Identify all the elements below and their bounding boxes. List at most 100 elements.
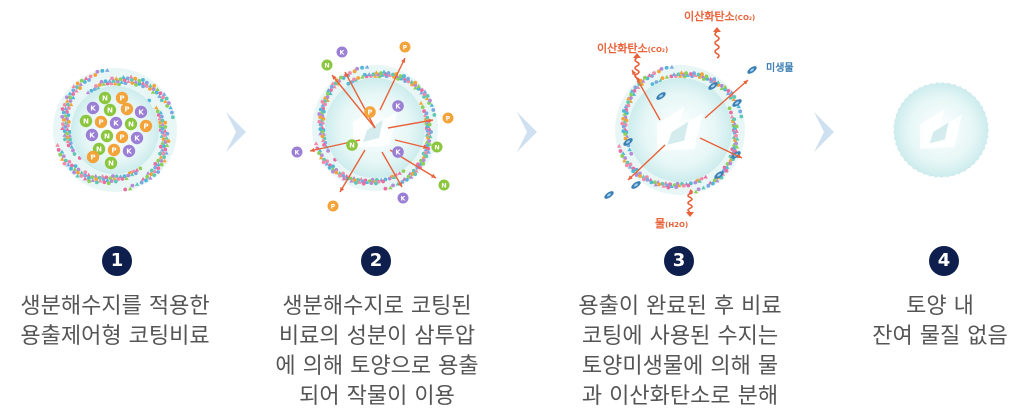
coating-particle (629, 88, 635, 93)
coating-particle (65, 98, 70, 103)
coating-particle (155, 87, 160, 92)
coating-particle (366, 72, 372, 76)
coating-particle (330, 166, 336, 171)
release-arrow (381, 151, 403, 188)
coating-particle (432, 113, 437, 117)
release-arrow-head (340, 187, 345, 192)
step-badge-4: 4 (929, 246, 959, 276)
coating-particle (125, 76, 130, 81)
caption-line: 용출제어형 코팅비료 (20, 324, 210, 349)
coating-particle (168, 105, 173, 110)
caption-stage-4: 토양 내 잔여 물질 없음 (855, 292, 1025, 352)
nutrient-letter: N (128, 120, 134, 129)
coating-particle (728, 157, 733, 162)
coating-particle (696, 187, 701, 192)
caption-line: 비료의 성분이 삼투압 (278, 324, 476, 349)
nutrient-letter: K (89, 131, 95, 140)
coating-particle (728, 161, 733, 166)
caption-line: 에 의해 토양으로 용출 (275, 354, 479, 379)
coating-particle (158, 110, 164, 115)
coating-particle (98, 178, 103, 183)
coating-particle (166, 101, 171, 105)
coating-particle (650, 74, 654, 78)
coating-particle (88, 74, 93, 79)
coating-particle (320, 138, 326, 143)
coating-particle (622, 108, 626, 113)
coating-particle (64, 109, 69, 114)
co2-label-left: 이산화탄소(CO₂) (597, 41, 668, 55)
coating-particle (381, 179, 385, 184)
coating-particle (127, 186, 133, 191)
coating-particle (628, 96, 633, 100)
release-arrow-head (332, 75, 337, 80)
coating-particle (133, 79, 138, 84)
coating-particle (423, 147, 429, 152)
nutrient-letter: P (368, 108, 373, 116)
coating-particle (83, 173, 87, 178)
zn-logo-mark (363, 120, 383, 142)
nutrient-letter: P (143, 122, 148, 131)
coating-particle (68, 99, 73, 103)
coating-particle (693, 73, 698, 77)
coating-particle (61, 122, 65, 127)
coating-particle (152, 169, 158, 173)
coating-particle (736, 104, 741, 109)
nutrient-k-granule (291, 146, 303, 158)
coating-particle (149, 172, 154, 177)
nutrient-k-granule (86, 101, 100, 115)
decomposition-arrow (704, 79, 749, 119)
coating-particle (87, 179, 91, 184)
coating-particle (416, 84, 421, 88)
co2-wavy-arrow-head (633, 53, 641, 58)
coating-particle (318, 122, 323, 127)
coating-particle (126, 79, 131, 84)
coating-particle (63, 106, 68, 111)
coating-particle (334, 170, 339, 175)
coating-particle (616, 143, 622, 148)
coating-particle (641, 177, 646, 182)
coating-particle (93, 73, 98, 77)
coating-particle (60, 126, 65, 131)
zn-logo-mark (929, 122, 949, 144)
release-arrow-head (310, 147, 315, 153)
coating-particle (163, 124, 168, 129)
stage-3-granule: 이산화탄소(CO₂) 이산화탄소(CO₂) 미생물 물(H2O) (597, 9, 794, 230)
coating-particle (661, 183, 666, 188)
coating-particle (122, 174, 127, 179)
nutrient-k-granule (392, 146, 404, 158)
coating-particle (429, 130, 433, 134)
nutrient-n-granule (98, 91, 112, 105)
caption-line: 생분해수지를 적용한 (20, 294, 210, 319)
nutrient-letter: P (119, 94, 124, 103)
zn-logo (920, 109, 962, 149)
coating-particle (59, 157, 65, 161)
coating-particle (349, 178, 354, 183)
coating-particle (159, 147, 165, 152)
coating-particle (664, 74, 670, 79)
coating-particle (69, 144, 74, 149)
coating-particle (431, 108, 436, 112)
coating-particle (103, 79, 108, 84)
coating-particle (325, 159, 330, 164)
coating-particle (734, 133, 738, 138)
coating-particle (144, 178, 148, 183)
coating-particle (633, 85, 638, 90)
coating-particle (428, 98, 432, 103)
nutrient-p-granule (94, 115, 108, 129)
coating-particle (410, 82, 414, 87)
coating-particle (104, 175, 109, 180)
coating-particle (621, 124, 626, 129)
coating-particle (321, 116, 326, 121)
nutrient-n-granule (100, 129, 114, 143)
nutrient-k-granule (336, 46, 348, 58)
coating-particle (422, 92, 427, 97)
coating-particle (329, 84, 334, 89)
nutrient-letter: P (90, 153, 95, 162)
coating-particle (374, 70, 379, 75)
coating-particle (159, 134, 164, 138)
coating-particle (126, 173, 131, 178)
coating-particle (108, 176, 113, 181)
